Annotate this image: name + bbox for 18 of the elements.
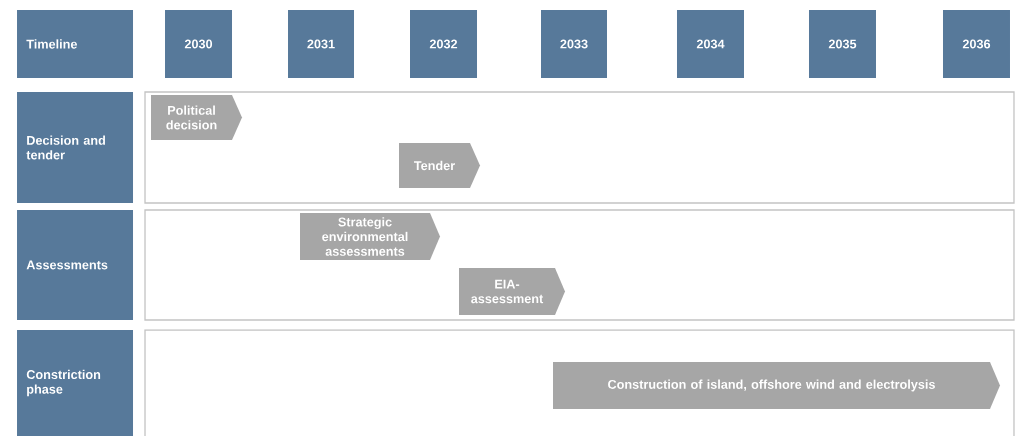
year-box: 2033	[541, 10, 607, 78]
lane-panel	[144, 91, 1015, 204]
year-box: 2035	[809, 10, 876, 78]
year-box: 2032	[410, 10, 477, 78]
lane-panel	[144, 209, 1015, 321]
chevron-box: Construction of island, offshore wind and electrolysis	[553, 362, 1000, 409]
year-box: 2036	[943, 10, 1010, 78]
year-box: 2030	[165, 10, 232, 78]
row-header-box: Timeline	[17, 10, 133, 78]
year-box: 2031	[288, 10, 354, 78]
chevron-box: EIA-assessment	[459, 268, 565, 315]
row-header-box: Decision and tender	[17, 92, 133, 203]
chevron-box: Strategic environmental assessments	[300, 213, 440, 260]
row-header-box: Constriction phase	[17, 330, 133, 436]
row-header-box: Assessments	[17, 210, 133, 320]
chevron-box: Political decision	[151, 95, 242, 140]
chevron-box: Tender	[399, 143, 480, 188]
year-box: 2034	[677, 10, 744, 78]
